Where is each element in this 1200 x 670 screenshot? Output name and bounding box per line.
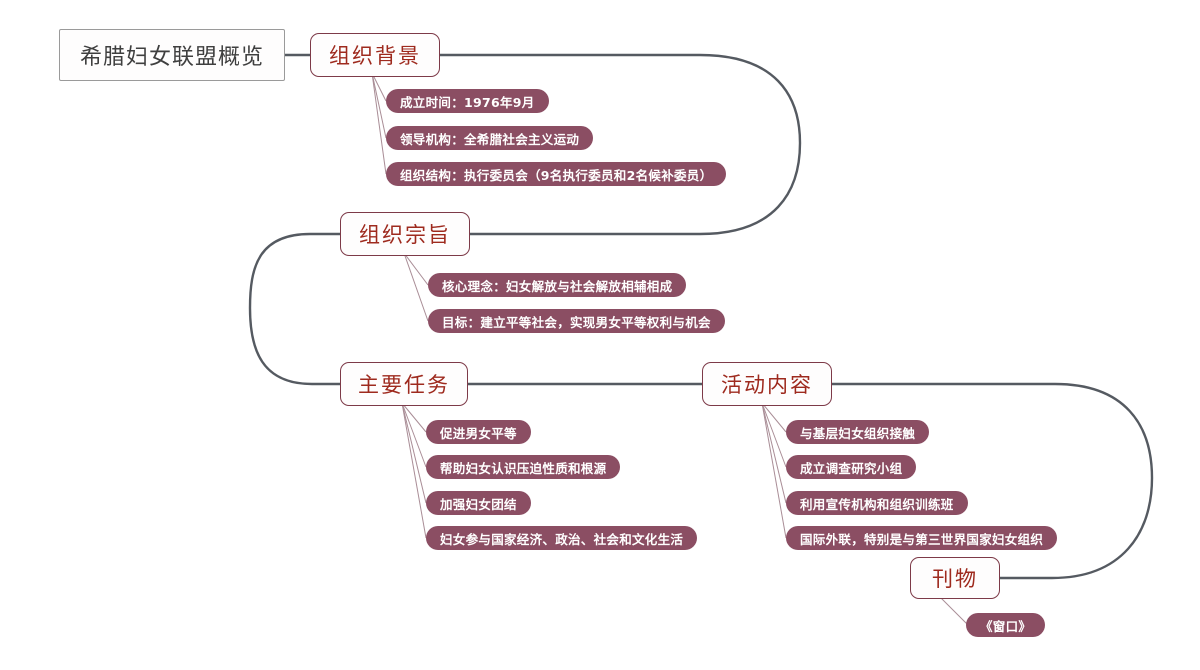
leaf-edge-task-4	[401, 402, 427, 539]
edge-purpose-to-main-tasks	[248, 232, 342, 386]
leaf-label-propaganda-training: 利用宣传机构和组织训练班	[800, 496, 954, 512]
leaf-pill-solidarity[interactable]: 加强妇女团结	[426, 491, 531, 515]
leaf-edge-activity-1	[761, 402, 787, 433]
branch-label-organization-purpose: 组织宗旨	[359, 223, 451, 247]
branch-node-organization-background[interactable]: 组织背景	[310, 33, 440, 77]
leaf-edge-activity-4	[761, 402, 787, 539]
branch-node-activities[interactable]: 活动内容	[702, 362, 832, 406]
branch-label-activities: 活动内容	[721, 373, 813, 397]
branch-node-organization-purpose[interactable]: 组织宗旨	[340, 212, 470, 256]
branch-label-main-tasks: 主要任务	[358, 373, 450, 397]
leaf-label-international-outreach: 国际外联，特别是与第三世界国家妇女组织	[800, 531, 1044, 547]
leaf-edge-task-2	[401, 402, 427, 468]
leaf-label-solidarity: 加强妇女团结	[440, 496, 517, 512]
leaf-pill-oppression-awareness[interactable]: 帮助妇女认识压迫性质和根源	[426, 455, 621, 479]
leaf-pill-propaganda-training[interactable]: 利用宣传机构和组织训练班	[786, 491, 968, 515]
leaf-pill-leading-body[interactable]: 领导机构：全希腊社会主义运动	[386, 126, 594, 150]
branch-label-organization-background: 组织背景	[329, 44, 421, 68]
leaf-pill-structure[interactable]: 组织结构：执行委员会（9名执行委员和2名候补委员）	[386, 162, 727, 186]
leaf-edge-activity-3	[761, 402, 787, 504]
leaf-pill-window-magazine[interactable]: 《窗口》	[966, 613, 1046, 637]
leaf-edge-purpose-2	[403, 252, 429, 322]
leaf-label-research-group: 成立调查研究小组	[800, 460, 903, 476]
leaf-edge-publication-1	[939, 596, 969, 626]
branch-node-main-tasks[interactable]: 主要任务	[340, 362, 468, 406]
leaf-edge-activity-2	[761, 402, 787, 468]
branch-node-publication[interactable]: 刊物	[910, 557, 1000, 599]
leaf-edge-background-1	[371, 72, 387, 102]
leaf-label-grassroots-contact: 与基层妇女组织接触	[800, 425, 916, 441]
leaf-edge-task-3	[401, 402, 427, 504]
leaf-label-goal: 目标：建立平等社会，实现男女平等权利与机会	[442, 314, 711, 330]
leaf-label-structure: 组织结构：执行委员会（9名执行委员和2名候补委员）	[400, 167, 713, 183]
leaf-pill-gender-equality[interactable]: 促进男女平等	[426, 420, 531, 444]
leaf-pill-international-outreach[interactable]: 国际外联，特别是与第三世界国家妇女组织	[786, 526, 1058, 550]
leaf-label-window-magazine: 《窗口》	[980, 618, 1032, 634]
leaf-pill-participation[interactable]: 妇女参与国家经济、政治、社会和文化生活	[426, 526, 698, 550]
leaf-pill-research-group[interactable]: 成立调查研究小组	[786, 455, 917, 479]
leaf-pill-goal[interactable]: 目标：建立平等社会，实现男女平等权利与机会	[428, 309, 725, 333]
root-node-label: 希腊妇女联盟概览	[79, 45, 264, 70]
leaf-edge-background-3	[371, 72, 387, 175]
leaf-label-participation: 妇女参与国家经济、政治、社会和文化生活	[440, 531, 684, 547]
leaf-label-founding-date: 成立时间：1976年9月	[400, 94, 535, 110]
leaf-label-oppression-awareness: 帮助妇女认识压迫性质和根源	[440, 460, 607, 476]
leaf-pill-core-concept[interactable]: 核心理念：妇女解放与社会解放相辅相成	[428, 273, 687, 297]
leaf-label-leading-body: 领导机构：全希腊社会主义运动	[400, 131, 580, 147]
branch-label-publication: 刊物	[932, 567, 978, 591]
root-node[interactable]: 希腊妇女联盟概览	[59, 29, 285, 81]
leaf-edge-purpose-1	[403, 252, 429, 286]
leaf-edge-task-1	[401, 402, 427, 433]
leaf-edge-background-2	[371, 72, 387, 139]
leaf-label-gender-equality: 促进男女平等	[440, 425, 517, 441]
leaf-pill-grassroots-contact[interactable]: 与基层妇女组织接触	[786, 420, 930, 444]
leaf-pill-founding-date[interactable]: 成立时间：1976年9月	[386, 89, 549, 113]
leaf-label-core-concept: 核心理念：妇女解放与社会解放相辅相成	[442, 278, 673, 294]
